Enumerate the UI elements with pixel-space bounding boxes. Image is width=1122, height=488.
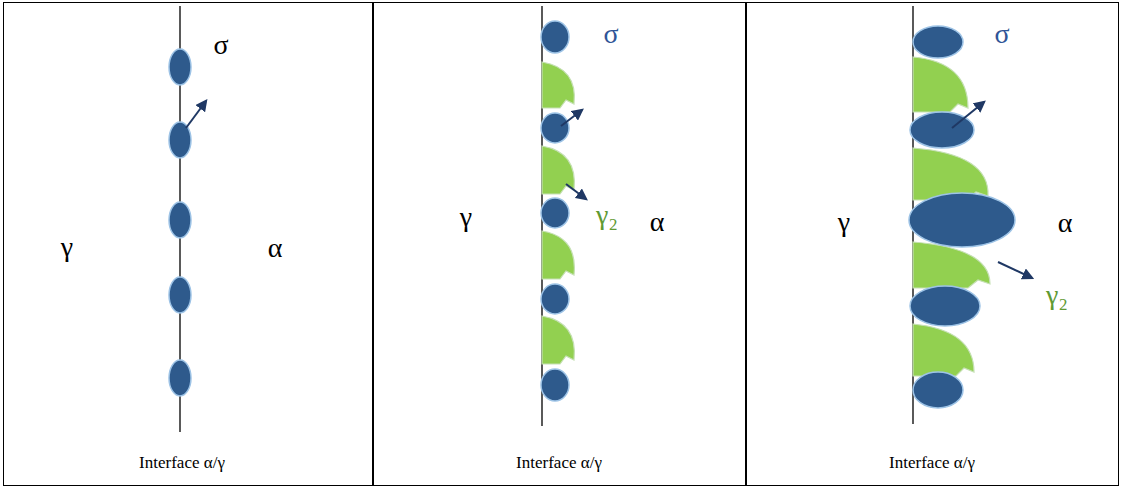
leader-arrow bbox=[566, 184, 586, 199]
sigma-particle bbox=[541, 369, 569, 401]
gamma2-phase bbox=[913, 57, 968, 112]
sigma-particle bbox=[169, 277, 191, 313]
panel-box: σ γ αInterface α/γ bbox=[3, 2, 374, 486]
panel-caption: Interface α/γ bbox=[516, 454, 602, 473]
panel-three-figure bbox=[909, 6, 1032, 424]
leader-arrow bbox=[186, 101, 206, 128]
panel-one-figure bbox=[169, 6, 206, 432]
sigma-particle bbox=[169, 202, 191, 238]
phase-label: γ bbox=[460, 202, 472, 233]
gamma2-phase bbox=[913, 242, 990, 288]
phase-label: γ bbox=[61, 232, 73, 263]
leader-arrow bbox=[952, 102, 984, 128]
sigma-particle bbox=[169, 360, 191, 396]
gamma2-phase bbox=[542, 62, 574, 108]
sigma-particle bbox=[169, 49, 191, 85]
sigma-particle bbox=[541, 21, 569, 53]
phase-label: σ bbox=[603, 19, 618, 50]
panel-caption: Interface α/γ bbox=[139, 454, 225, 473]
gamma2-phase bbox=[542, 316, 574, 364]
sigma-particle bbox=[909, 193, 1015, 247]
gamma2-phase bbox=[913, 324, 974, 376]
phase-label: α bbox=[650, 207, 665, 238]
sigma-particle bbox=[910, 286, 980, 326]
sigma-particle bbox=[541, 198, 569, 228]
panel-caption: Interface α/γ bbox=[889, 454, 975, 473]
gamma2-phase bbox=[913, 148, 988, 200]
leader-arrow bbox=[998, 262, 1032, 278]
phase-label: γ bbox=[838, 207, 850, 238]
phase-label: γ₂ bbox=[1046, 280, 1068, 311]
sigma-particle bbox=[169, 122, 191, 158]
leader-arrow bbox=[561, 110, 582, 126]
phase-label: α bbox=[268, 233, 283, 264]
sigma-particle bbox=[913, 372, 963, 408]
gamma2-phase bbox=[542, 231, 574, 279]
sigma-particle bbox=[541, 113, 569, 143]
sigma-particle bbox=[913, 26, 963, 58]
panel-two-figure bbox=[541, 6, 586, 426]
phase-label: σ bbox=[994, 19, 1009, 50]
phase-label: σ bbox=[213, 30, 228, 61]
phase-label: γ₂ bbox=[596, 200, 618, 231]
panel-box: σ γ γ₂ αInterface α/γ bbox=[372, 2, 747, 486]
panel-box: σ γ α γ₂ Interface α/γ bbox=[745, 2, 1119, 486]
sigma-particle bbox=[541, 284, 569, 314]
phase-label: α bbox=[1058, 208, 1073, 239]
